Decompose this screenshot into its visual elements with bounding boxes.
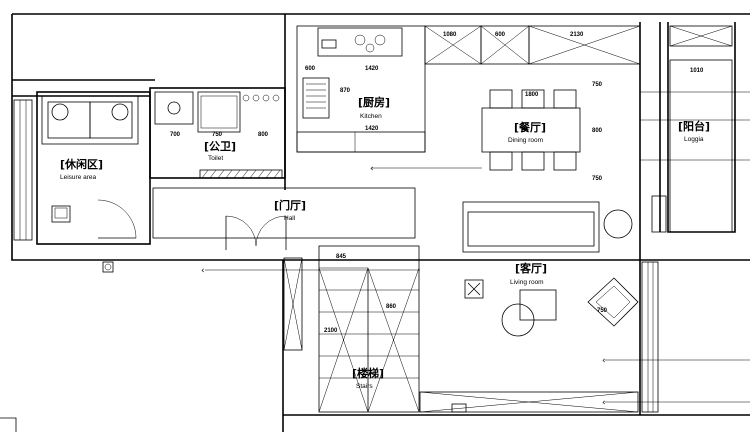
leisure-label-en: Leisure area [60, 174, 97, 181]
dim-stairs-3: 2100 [324, 328, 338, 334]
dim-toilet-2: 750 [212, 132, 223, 138]
kitchen-label-en: Kitchen [360, 113, 382, 120]
living-label-cn: [客厅] [515, 261, 547, 275]
top-cabinets: 1080 600 2130 [424, 25, 641, 65]
hall-label-cn: [门厅] [274, 198, 306, 212]
dim-kitchen-4: 870 [340, 88, 351, 94]
toilet-label-en: Toilet [208, 155, 223, 162]
dim-cab-1: 1080 [443, 32, 457, 38]
kitchen-label-cn: [厨房] [358, 95, 390, 109]
kitchen-room: [厨房] Kitchen 600 1420 1420 870 [296, 25, 426, 153]
dining-label-en: Dining room [508, 137, 543, 144]
arrow-left-3: ‹ [602, 356, 606, 366]
arrow-left-2: ‹ [370, 164, 374, 174]
dim-toilet-1: 700 [170, 132, 181, 138]
left-window [13, 99, 33, 241]
leisure-area: [休闲区] Leisure area [36, 91, 151, 245]
hall-area: [门厅] Hall [102, 187, 416, 351]
stairs-area: [楼梯] Stairs 845 860 2100 [318, 245, 420, 413]
loggia-label-cn: [阳台] [678, 119, 710, 133]
burner-icons [242, 94, 280, 102]
dim-kitchen-2: 1420 [365, 66, 379, 72]
hall-label-en: Hall [284, 215, 296, 222]
dim-kitchen-3: 1420 [365, 126, 379, 132]
dining-room: [餐厅] Dining room 1800 750 800 750 [481, 82, 603, 182]
dining-label-cn: [餐厅] [514, 120, 546, 134]
arrow-left-1: ‹ [201, 266, 205, 276]
dim-cab-2: 600 [495, 32, 506, 38]
toilet-room: [公卫] Toilet 700 750 800 [149, 87, 286, 179]
living-room: [客厅] Living room 750 [419, 201, 659, 413]
stairs-label-en: Stairs [356, 383, 373, 390]
leisure-label-cn: [休闲区] [60, 157, 103, 171]
loggia-label-en: Loggia [684, 136, 704, 143]
dim-stairs-2: 860 [386, 304, 397, 310]
dim-living: 750 [597, 308, 608, 314]
arrow-left-4: ‹ [602, 398, 606, 408]
dim-kitchen-1: 600 [305, 66, 316, 72]
living-label-en: Living room [510, 279, 544, 286]
dimension-leaders: ‹ ‹ ‹ ‹ [201, 91, 750, 408]
toilet-label-cn: [公卫] [204, 140, 236, 153]
dim-stairs-1: 845 [336, 254, 347, 260]
dim-dining-1: 1800 [525, 92, 539, 98]
dim-dining-4: 750 [592, 176, 603, 182]
dim-cab-3: 2130 [570, 32, 584, 38]
dim-loggia: 1010 [690, 68, 704, 74]
dim-dining-2: 750 [592, 82, 603, 88]
dim-dining-3: 800 [592, 128, 603, 134]
loggia-room: [阳台] Loggia 1010 [651, 25, 733, 233]
corner-mark [0, 417, 17, 432]
stairs-label-cn: [楼梯] [352, 366, 384, 380]
dim-toilet-3: 800 [258, 132, 269, 138]
